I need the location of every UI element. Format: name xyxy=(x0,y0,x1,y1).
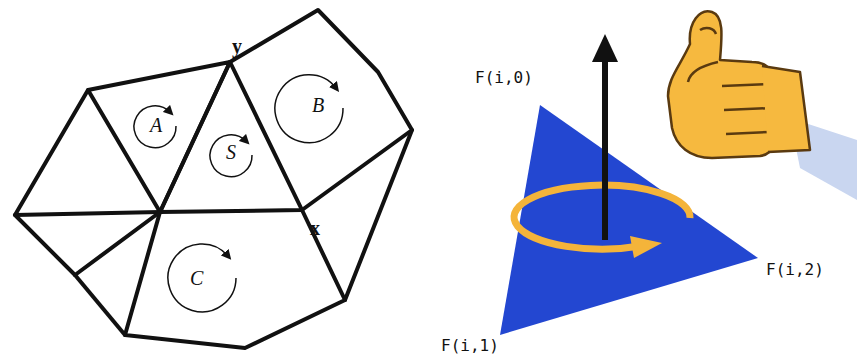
thumbs-up-hand xyxy=(668,11,857,200)
face-label: B xyxy=(312,95,324,115)
normal-arrow xyxy=(592,34,618,240)
face-label: C xyxy=(190,268,203,288)
vertex-index-label: F(i,1) xyxy=(440,338,500,354)
vertex-label: y xyxy=(232,36,242,56)
orientation-arrows xyxy=(134,75,343,312)
mesh-edges xyxy=(15,10,412,348)
face-label: S xyxy=(226,142,236,162)
vertex-label: x xyxy=(310,218,320,238)
face-label: A xyxy=(150,115,162,135)
vertex-index-label: F(i,2) xyxy=(765,262,825,278)
vertex-index-label: F(i,0) xyxy=(474,70,534,86)
